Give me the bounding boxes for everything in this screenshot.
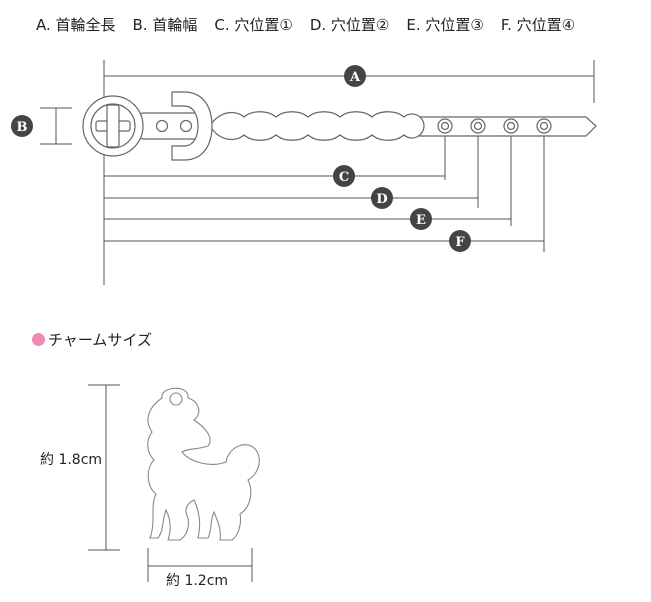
collar-holes xyxy=(437,118,552,134)
legend-c: C. 穴位置① xyxy=(214,16,293,34)
rivet-left xyxy=(155,119,169,133)
legend-f: F. 穴位置④ xyxy=(500,16,576,34)
charm-dimension-lines xyxy=(88,384,253,582)
bullet-dot-icon xyxy=(32,333,45,346)
badge-b: B xyxy=(11,115,33,137)
hole-3 xyxy=(503,118,519,134)
legend-d: D. 穴位置② xyxy=(309,16,390,34)
badge-d: D xyxy=(371,187,393,209)
badge-a-label: A xyxy=(349,70,361,85)
braided-section xyxy=(209,111,425,141)
charm-width-label: 約 1.2cm xyxy=(166,573,229,589)
badge-b-label: B xyxy=(17,120,28,135)
poodle-silhouette xyxy=(147,387,260,541)
badge-c-label: C xyxy=(339,170,349,185)
legend-a: A. 首輪全長 xyxy=(36,16,116,34)
charm-height-label: 約 1.8cm xyxy=(40,452,103,468)
d-ring xyxy=(171,91,213,161)
charm-size-title: チャームサイズ xyxy=(48,331,152,349)
legend-e: E. 穴位置③ xyxy=(406,16,484,34)
badge-f-label: F xyxy=(455,235,465,250)
hole-2 xyxy=(470,118,486,134)
charm-jump-ring xyxy=(169,392,183,406)
buckle-icon xyxy=(82,95,144,157)
badge-e: E xyxy=(410,208,432,230)
hole-4 xyxy=(536,118,552,134)
rivet-right xyxy=(179,119,193,133)
legend-b: B. 首輪幅 xyxy=(132,16,198,34)
badge-e-label: E xyxy=(416,213,426,228)
badge-a: A xyxy=(344,65,366,87)
badge-f: F xyxy=(449,230,471,252)
measurement-legend: A. 首輪全長 B. 首輪幅 C. 穴位置① D. 穴位置② E. 穴位置③ F… xyxy=(36,14,592,35)
poodle-charm-icon xyxy=(147,387,260,541)
charm-size-heading: チャームサイズ xyxy=(32,329,152,350)
badge-d-label: D xyxy=(376,192,387,207)
hole-1 xyxy=(437,118,453,134)
badge-c: C xyxy=(333,165,355,187)
dimension-lines xyxy=(40,60,595,285)
